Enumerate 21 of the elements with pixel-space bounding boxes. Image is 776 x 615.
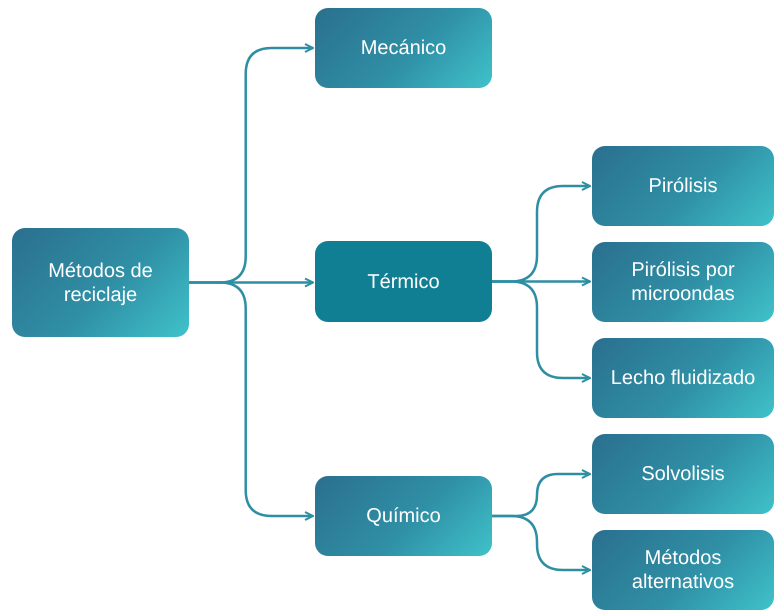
method-box: [315, 476, 492, 556]
method-label: Pirólisis: [648, 174, 718, 198]
method-label: Mecánico: [360, 36, 446, 60]
method-box: [12, 228, 189, 337]
method-label: Lecho fluidizado: [610, 366, 756, 390]
method-box: [592, 338, 774, 418]
method-box: [592, 530, 774, 610]
method-label: Químico: [366, 504, 441, 528]
method-label: Métodos alternativos: [630, 546, 736, 594]
method-box: [592, 242, 774, 322]
method-box: [315, 8, 492, 88]
arrow: [189, 281, 314, 521]
method-box: [592, 434, 774, 514]
method-label: Térmico: [367, 270, 440, 294]
method-label: Pirólisis por microondas: [630, 258, 736, 306]
method-label: Métodos de reciclaje: [47, 258, 154, 306]
arrow: [492, 280, 591, 383]
method-box: [315, 241, 492, 322]
arrow: [492, 514, 591, 575]
method-box: [592, 146, 774, 226]
method-label: Solvolisis: [641, 462, 725, 486]
